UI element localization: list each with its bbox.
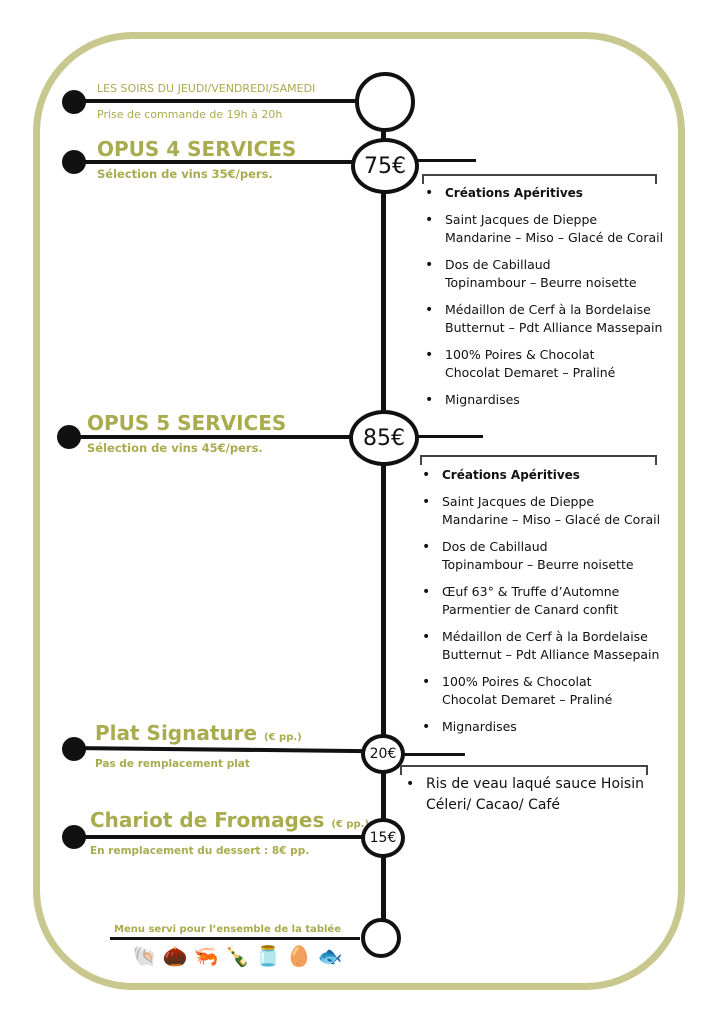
list-item: Médaillon de Cerf à la BordelaiseButtern… <box>425 301 663 337</box>
signature-title-text: Plat Signature <box>95 721 258 745</box>
opus4-menu-list: Créations Apéritives Saint Jacques de Di… <box>425 184 663 418</box>
shell-icon: 🐚 <box>132 944 157 968</box>
footer-line <box>110 937 360 940</box>
opus5-title: OPUS 5 SERVICES <box>87 411 287 435</box>
cheese-title: Chariot de Fromages (€ pp.) <box>90 808 369 832</box>
timeline-vertical <box>381 118 386 938</box>
list-item: Médaillon de Cerf à la BordelaiseButtern… <box>422 628 660 664</box>
signature-dish: • Ris de veau laqué sauce Hoisin Céleri/… <box>406 774 644 816</box>
footer-circle <box>361 918 401 958</box>
fish-icon: 🐟 <box>317 944 343 968</box>
header-line <box>70 99 360 103</box>
cheese-price-circle: 15€ <box>361 818 405 858</box>
bottle-icon: 🍾 <box>224 944 250 968</box>
opus5-price: 85€ <box>363 425 405 451</box>
acorn-icon: 🌰 <box>162 944 188 968</box>
opus4-wine: Sélection de vins 35€/pers. <box>97 167 273 181</box>
signature-bracket <box>400 765 648 775</box>
opus5-price-circle: 85€ <box>349 410 419 466</box>
signature-right-line <box>400 753 465 756</box>
signature-price-circle: 20€ <box>361 734 405 774</box>
opus4-line <box>70 160 360 164</box>
list-item: Créations Apéritives <box>422 466 660 484</box>
opus4-bracket <box>422 174 657 184</box>
signature-note: Pas de remplacement plat <box>95 758 250 770</box>
food-icons: 🐚 🌰 🦐 🍾 🫙 🥚 🐟 <box>132 944 342 968</box>
list-item: Créations Apéritives <box>425 184 663 202</box>
list-item: Mignardises <box>422 718 660 736</box>
opus4-price-circle: 75€ <box>351 138 419 194</box>
opus4-price: 75€ <box>364 153 406 179</box>
order-time-label: Prise de commande de 19h à 20h <box>97 108 283 121</box>
signature-price: 20€ <box>369 746 397 762</box>
cheese-note: En remplacement du dessert : 8€ pp. <box>90 845 310 857</box>
egg-icon: 🥚 <box>286 944 312 968</box>
list-item: Mignardises <box>425 391 663 409</box>
signature-unit: (€ pp.) <box>264 732 302 743</box>
menu-frame <box>33 32 685 990</box>
opus5-bracket <box>420 455 657 465</box>
cheese-price: 15€ <box>369 830 397 846</box>
opus4-right-line <box>410 159 476 162</box>
cheese-unit: (€ pp.) <box>331 819 370 830</box>
days-label: LES SOIRS DU JEUDI/VENDREDI/SAMEDI <box>97 82 316 95</box>
jar-icon: 🫙 <box>255 944 281 968</box>
bullet: • <box>406 776 415 792</box>
opus4-title: OPUS 4 SERVICES <box>97 137 297 161</box>
opus5-line <box>65 435 355 439</box>
signature-title: Plat Signature (€ pp.) <box>95 721 302 745</box>
opus5-wine: Sélection de vins 45€/pers. <box>87 441 263 455</box>
footer-note: Menu servi pour l’ensemble de la tablée <box>114 924 341 935</box>
shrimp-icon: 🦐 <box>193 944 219 968</box>
signature-dish-line1: Ris de veau laqué sauce Hoisin <box>426 776 644 792</box>
cheese-title-text: Chariot de Fromages <box>90 808 325 832</box>
cheese-line <box>70 835 365 839</box>
opus5-menu-list: Créations Apéritives Saint Jacques de Di… <box>422 466 660 745</box>
header-circle <box>355 72 415 132</box>
opus5-right-line <box>410 435 483 438</box>
signature-dish-line2: Céleri/ Cacao/ Café <box>426 797 560 813</box>
